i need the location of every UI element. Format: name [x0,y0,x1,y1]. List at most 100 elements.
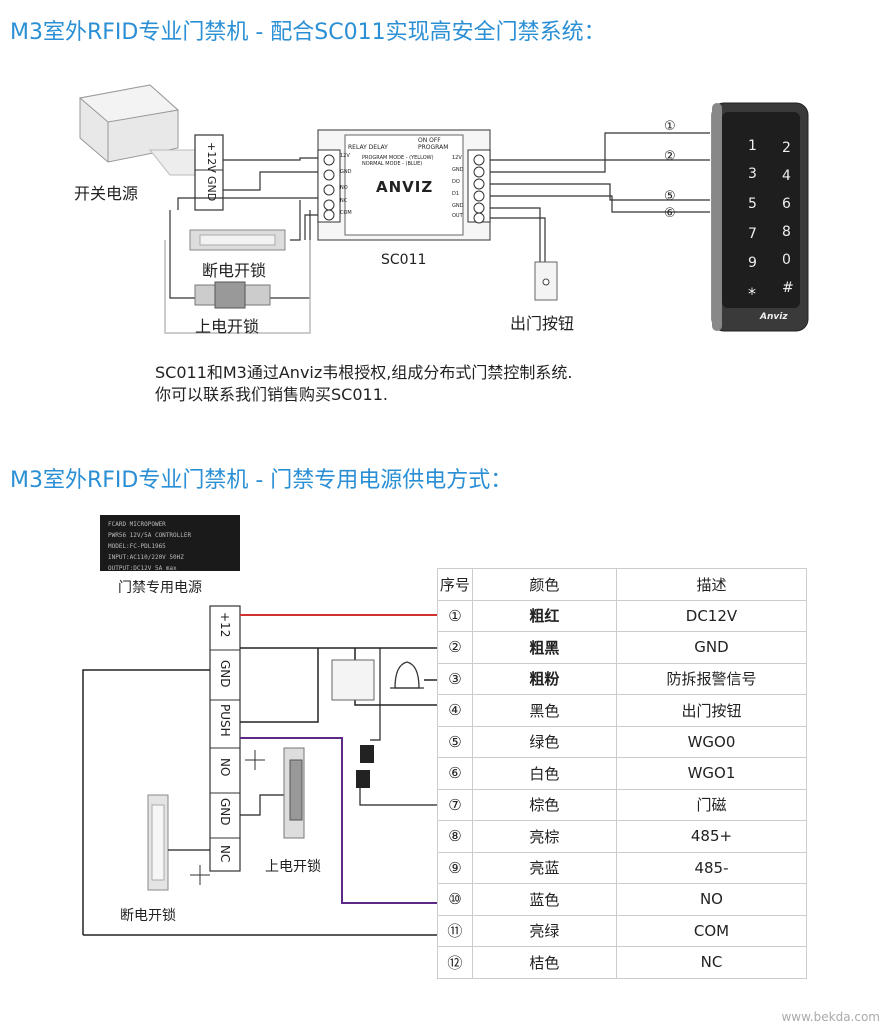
keypad-key-4: 4 [782,168,791,184]
term-gnd2: GND [218,798,232,826]
controller-term-r1: 12V [452,155,462,161]
keypad-key-9: 9 [748,255,757,271]
section1-title: M3室外RFID专业门禁机 - 配合SC011实现高安全门禁系统： [10,20,606,45]
term-push: PUSH [218,704,232,737]
row-num: ③ [437,662,473,695]
terminal-12v-label: +12V [205,142,218,173]
controller-term-r4: D1 [452,191,460,197]
fail-secure-lock2-icon [147,794,169,891]
table-header-row: 序号 颜色 描述 [437,568,808,601]
keypad-key-2: 2 [782,140,791,156]
row-num: ① [437,599,473,632]
controller-term-l1: 12V [340,153,350,159]
fail-safe-lock2-icon [283,747,305,839]
row-num: ⑫ [437,946,473,979]
row-num: ② [437,631,473,664]
header-num: 序号 [437,568,473,601]
m3-keypad-device [711,102,809,332]
row-desc: COM [615,914,808,947]
keypad-key-1: 1 [748,138,757,154]
header-desc: 描述 [615,568,808,601]
watermark: www.bekda.com [781,1010,880,1024]
row-num: ④ [437,694,473,727]
row-desc: DC12V [615,599,808,632]
controller-name: SC011 [381,252,427,268]
controller-term-r6: OUT [452,213,463,219]
controller-relay-delay: RELAY DELAY [348,144,388,151]
keypad-key-hash: # [782,280,794,296]
row-desc: 出门按钮 [615,694,808,727]
lock2-label: 上电开锁 [195,317,260,336]
alarm-bell-icon [394,661,420,689]
fail-secure-lock-icon [189,229,286,251]
row-color: 亮棕 [471,820,617,853]
row-color: 桔色 [471,946,617,979]
row-desc: 门磁 [615,788,808,821]
power-supply-icon [78,84,206,176]
keypad-key-5: 5 [748,196,757,212]
row-num: ⑧ [437,820,473,853]
controller-brand: ANVIZ [376,178,434,196]
lock2-fail-safe-label: 上电开锁 [265,859,321,875]
row-color: 蓝色 [471,883,617,916]
row-num: ⑩ [437,883,473,916]
row-color: 粗粉 [471,662,617,695]
controller-term-l4: NC [340,198,348,204]
row-num: ⑥ [437,757,473,790]
row-color: 粗黑 [471,631,617,664]
note-line-1: SC011和M3通过Anviz韦根授权,组成分布式门禁控制系统. [155,363,573,382]
purple-wire [240,737,437,904]
psu-nameplate: FCARD MICROPOWER PWR56 12V/5A CONTROLLER… [100,515,240,572]
controller-term-r5: GND [452,203,464,209]
row-desc: 防拆报警信号 [615,662,808,695]
controller-mode2: NORMAL MODE - (BLUE) [362,161,423,167]
door-sensor-icon [360,745,374,763]
row-color: 亮绿 [471,914,617,947]
controller-on-off: ON OFF [418,137,441,144]
controller-program: PROGRAM [418,144,449,151]
psu-plate-line-5: OUTPUT:DC12V 5A max [108,565,177,572]
row-num: ⑪ [437,914,473,947]
row-color: 亮蓝 [471,851,617,884]
row-color: 白色 [471,757,617,790]
row-desc: 485- [615,851,808,884]
keypad-key-star: * [748,284,756,303]
exit-button-label: 出门按钮 [510,314,575,333]
lock1-fail-secure-label: 断电开锁 [120,908,176,924]
header-color: 颜色 [471,568,617,601]
controller-term-l5: COM [340,210,352,216]
term-plus12: +12 [218,612,232,638]
row-desc: NC [615,946,808,979]
keypad-key-7: 7 [748,226,757,242]
term-gnd1: GND [218,660,232,688]
terminal-gnd-label: GND [205,176,218,202]
wire-marker-2: ② [664,149,676,164]
keypad-brand: Anviz [760,312,788,322]
keypad-key-0: 0 [782,252,791,268]
row-desc: GND [615,631,808,664]
lock1-label: 断电开锁 [202,261,267,280]
row-color: 绿色 [471,725,617,758]
power-supply-label: 开关电源 [74,184,139,203]
controller-term-r2: GND [452,167,464,173]
controller-term-l2: GND [340,169,352,175]
psu-plate-line-2: PWR56 12V/5A CONTROLLER [108,532,192,539]
row-num: ⑦ [437,788,473,821]
term-nc: NC [218,845,232,863]
psu-plate-line-1: FCARD MICROPOWER [108,521,166,528]
psu-caption: 门禁专用电源 [118,580,202,596]
controller-mode1: PROGRAM MODE - (YELLOW) [362,155,434,161]
sc011-controller [317,129,491,241]
row-color: 黑色 [471,694,617,727]
keypad-key-6: 6 [782,196,791,212]
